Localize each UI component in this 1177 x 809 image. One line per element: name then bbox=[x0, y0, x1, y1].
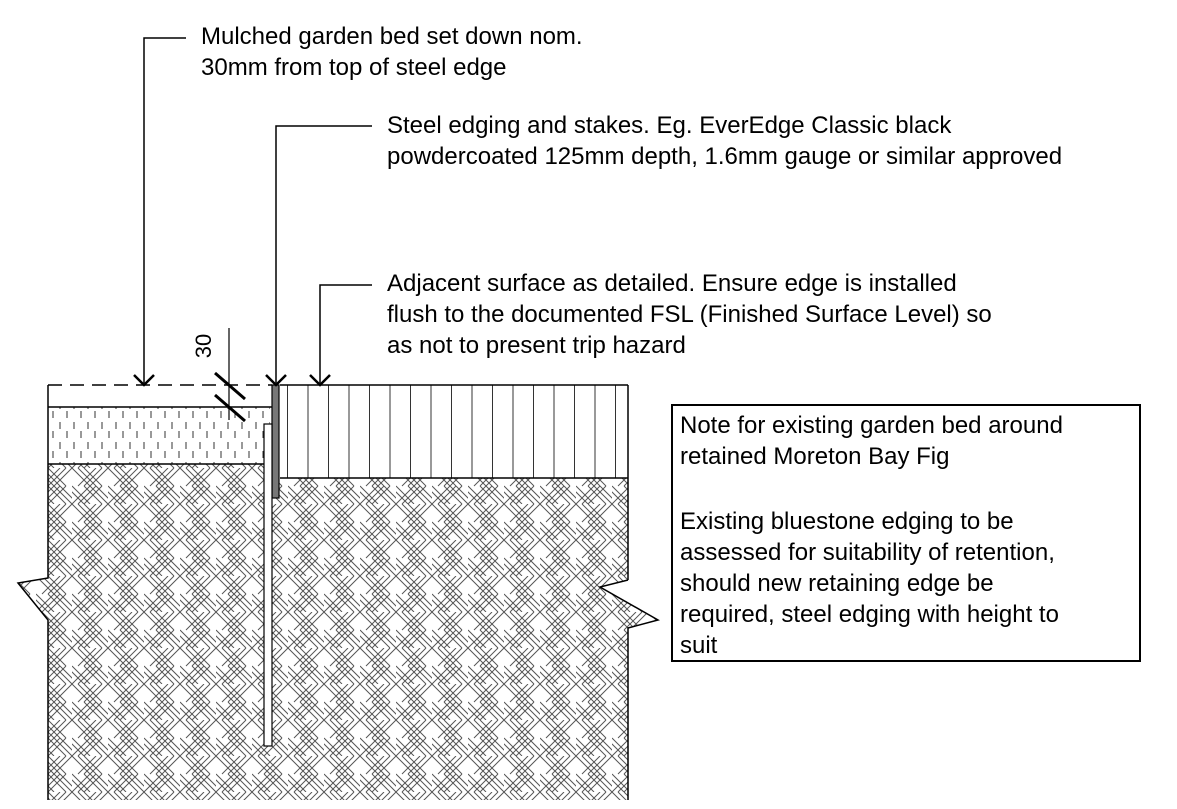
note-line: should new retaining edge be bbox=[680, 570, 994, 597]
right-break-line bbox=[598, 579, 660, 800]
note-line: Existing bluestone edging to be bbox=[680, 508, 1014, 535]
label-line: Steel edging and stakes. Eg. EverEdge Cl… bbox=[387, 112, 952, 139]
leader-mulch bbox=[133, 37, 186, 387]
note-box: Note for existing garden bed around reta… bbox=[671, 404, 1141, 662]
label-line: 30mm from top of steel edge bbox=[201, 54, 507, 81]
label-line: flush to the documented FSL (Finished Su… bbox=[387, 301, 992, 328]
steel-stake bbox=[263, 423, 273, 747]
note-line: required, steel edging with height to bbox=[680, 601, 1059, 628]
subgrade-soil bbox=[18, 464, 658, 800]
label-line: as not to present trip hazard bbox=[387, 332, 686, 359]
label-line: powdercoated 125mm depth, 1.6mm gauge or… bbox=[387, 143, 1063, 170]
dimension-label: 30 bbox=[191, 333, 216, 359]
note-title: Note for existing garden bed around reta… bbox=[680, 410, 1063, 472]
note-line: retained Moreton Bay Fig bbox=[680, 443, 950, 470]
label-adjacent-surface: Adjacent surface as detailed. Ensure edg… bbox=[387, 268, 992, 361]
label-line: Adjacent surface as detailed. Ensure edg… bbox=[387, 270, 957, 297]
mulch-layer bbox=[48, 406, 272, 465]
left-break-line bbox=[16, 385, 49, 800]
note-line: suit bbox=[680, 632, 718, 659]
steel-edging bbox=[271, 384, 280, 499]
note-line: assessed for suitability of retention, bbox=[680, 539, 1055, 566]
label-mulched-garden-bed: Mulched garden bed set down nom. 30mm fr… bbox=[201, 21, 583, 83]
leader-adjacent bbox=[309, 284, 372, 387]
dimension-30mm bbox=[214, 328, 246, 423]
note-body: Existing bluestone edging to be assessed… bbox=[680, 506, 1059, 661]
label-steel-edging: Steel edging and stakes. Eg. EverEdge Cl… bbox=[387, 110, 1062, 172]
adjacent-surface bbox=[280, 384, 629, 580]
label-line: Mulched garden bed set down nom. bbox=[201, 23, 583, 50]
note-line: Note for existing garden bed around bbox=[680, 412, 1063, 439]
leader-steel bbox=[265, 125, 372, 387]
